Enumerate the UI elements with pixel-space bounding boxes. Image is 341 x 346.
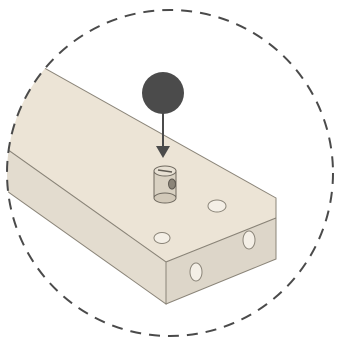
- top-hole: [207, 199, 227, 213]
- top-hole: [153, 232, 171, 244]
- side-hole: [242, 230, 256, 250]
- push-marker-icon: [142, 72, 184, 114]
- detail-callout-circle: [6, 9, 334, 337]
- down-arrow-icon: [156, 112, 170, 158]
- panel-board: [7, 59, 277, 305]
- board-top-face: [7, 59, 277, 263]
- cross-dowel-icon: [153, 165, 177, 204]
- side-hole: [189, 262, 203, 282]
